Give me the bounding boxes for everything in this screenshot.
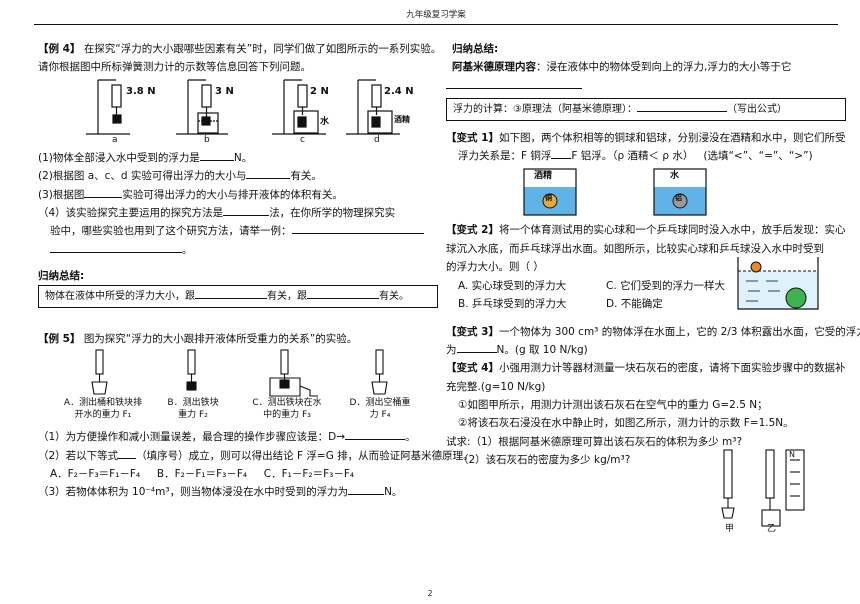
v4-scale-unit: N: [789, 449, 795, 459]
summary1-blank2[interactable]: [307, 287, 379, 300]
ex4-q2: (2)根据图 a、c、d 实验可得出浮力的大小与有关。: [38, 167, 438, 185]
v4-figure: N 甲 乙: [446, 448, 846, 534]
reading-b: 3 N: [215, 85, 234, 97]
caption-d: d: [374, 134, 380, 145]
v4-label-jia: 甲: [725, 523, 735, 534]
ex4-figure: 3.8 N 3 N 2 N 2.4 N 水 酒精: [38, 77, 438, 137]
ex4-q1-blank[interactable]: [199, 149, 234, 161]
v2-option-b: B. 乒乓球受到的浮力大: [458, 297, 567, 310]
ex4-q4-blank[interactable]: [223, 204, 270, 216]
v1-figure: 酒精 水 铜 铝: [446, 165, 846, 217]
ex4-text1: 在探究“浮力的大小跟哪些因素有关”时，同学们做了如图所示的一系列实验。: [83, 43, 442, 55]
ex5-caption-b: B．测出铁块重力 F₂: [167, 398, 219, 420]
v2-options-figure: A. 实心球受到的浮力大 C. 它们受到的浮力一样大 B. 乒乓球受到的浮力大 …: [446, 256, 846, 317]
ex4-q3-blank[interactable]: [84, 186, 123, 198]
caption-b: b: [204, 134, 210, 145]
ex5-apparatus-svg: [91, 349, 388, 397]
stand-a: [86, 79, 130, 135]
ex4-q4-example-blank2[interactable]: [50, 241, 182, 253]
v3-blank[interactable]: [456, 341, 497, 353]
ex4-captions: a b c d: [38, 135, 438, 149]
reading-c: 2 N: [310, 85, 329, 97]
ex4-stands-svg: [86, 79, 400, 135]
beaker-water-label: 水: [670, 171, 680, 182]
v1-beakers-svg: [523, 168, 707, 216]
ball-copper-label: 铜: [545, 194, 552, 203]
summary1-title: 归纳总结:: [38, 270, 85, 282]
v4-spring-scales-svg: [721, 448, 805, 527]
v1-blank[interactable]: [551, 147, 572, 159]
v1-line1: 【变式 1】如下图，两个体积相等的铜球和铝球，分别浸没在酒精和水中，则它们所受: [446, 131, 846, 144]
page-number: 2: [427, 589, 433, 598]
v4-question2: （2）该石灰石的密度为多少 kg/m³?: [458, 454, 631, 467]
v4-line1: 【变式 4】小强用测力计等器材测量一块石灰石的密度，请将下面实验步骤中的数据补: [446, 362, 846, 375]
ex5-figure: A．测出桶和铁块排开水的重力 F₁ B．测出铁块重力 F₂ C．测出铁块在水中的…: [38, 348, 438, 428]
ex4-q4-line3: 。: [38, 241, 438, 259]
ex5-opt-c: C．F₁－F₂＝F₃－F₄: [263, 468, 355, 480]
reading-d: 2.4 N: [384, 85, 414, 97]
v2-line2: 球沉入水底，而乒乓球浮出水面。如图所示，比较实心球和乒乓球没入水中时受到: [446, 242, 824, 255]
caption-c: c: [300, 134, 305, 145]
stand-b: [176, 79, 228, 135]
v2-tank-svg: [737, 256, 819, 310]
v4-step2: ②将该石灰石浸没在水中静止时，如图乙所示，测力计的示数 F=1.5N。: [458, 417, 794, 430]
ex4-tag: 【例 4】: [38, 43, 81, 55]
ex4-q4-line2: 验中，哪些实验也用到了这个研究方法，请举一例：: [38, 222, 438, 240]
ex5-title: 图为探究“浮力的大小跟排开液体所受重力的关系”的实验。: [83, 332, 358, 345]
ex5-tag: 【例 5】: [38, 332, 81, 345]
header-title: 九年级复习学案: [406, 10, 466, 20]
reading-a: 3.8 N: [126, 85, 156, 97]
v4-label-yi: 乙: [767, 523, 777, 534]
ex4-line2: 请你根据图中所标弹簧测力计的示数等信息回答下列问题。: [38, 61, 311, 74]
ex4-q2-blank[interactable]: [246, 167, 291, 180]
v3-line1: 【变式 3】一个物体为 300 cm³ 的物体浮在水面上，它的 2/3 体积露出…: [446, 325, 860, 338]
left-column: 【例 4】 在探究“浮力的大小跟哪些因素有关”时，同学们做了如图所示的一系列实验…: [38, 40, 474, 502]
ex5-q1-blank[interactable]: [345, 428, 406, 441]
ex5-caption-d: D．测出空桶重力 F₄: [349, 398, 411, 420]
summary2-formula-blank[interactable]: [636, 100, 727, 113]
summary2-blank1[interactable]: [446, 77, 582, 89]
ex4-q4: （4）该实验探究主要运用的探究方法是法，在你所学的物理探究实: [38, 204, 438, 222]
ex5-caption-c: C．测出铁块在水中的重力 F₃: [252, 398, 322, 420]
ex5-caption-a: A．测出桶和铁块排开水的重力 F₁: [63, 398, 143, 420]
v2-option-d: D. 不能确定: [606, 297, 663, 310]
v2-option-c: C. 它们受到的浮力一样大: [606, 279, 726, 292]
summary2-box: 浮力的计算：③原理法（阿基米德原理）：（写出公式）: [446, 98, 846, 121]
summary1-box: 物体在液体中所受的浮力大小，跟有关，跟有关。: [38, 285, 438, 308]
stand-c: [272, 79, 326, 135]
caption-a: a: [112, 134, 118, 145]
v2-option-a: A. 实心球受到的浮力大: [458, 279, 567, 292]
liquid-label-water: 水: [320, 116, 330, 127]
summary2-line2: [446, 77, 846, 95]
right-column: 归纳总结: 阿基米德原理内容：浸在液体中的物体受到向上的浮力,浮力的大小等于它 …: [446, 40, 860, 534]
beaker-alcohol-label: 酒精: [534, 171, 553, 182]
summary2-line1: 阿基米德原理内容：浸在液体中的物体受到向上的浮力,浮力的大小等于它: [452, 61, 792, 74]
ex5-opt-a: A．F₂－F₃＝F₁－F₄: [50, 468, 141, 480]
ex5-q2-blank[interactable]: [118, 447, 137, 459]
page-header: 九年级复习学案: [34, 7, 838, 25]
ex5-options: A．F₂－F₃＝F₁－F₄ B．F₂－F₁＝F₃－F₄ C．F₁－F₂＝F₃－F…: [38, 465, 438, 483]
ball-aluminum-label: 铝: [675, 194, 682, 203]
v4-line2: 充完整.(g=10 N/kg): [446, 380, 546, 393]
summary1-blank1[interactable]: [195, 287, 267, 300]
ex5-q2: （2）若以下等式（填序号）成立，则可以得出结论 F 浮=G 排，从而验证阿基米德…: [38, 447, 474, 465]
liquid-label-alcohol: 酒精: [394, 114, 410, 124]
v4-question1: 试求:（1）根据阿基米德原理可算出该石灰石的体积为多少 m³?: [446, 435, 743, 448]
v2-line3: 的浮力大小。则（ ）: [446, 261, 544, 274]
ex4-q3: (3)根据图实验可得出浮力的大小与排开液体的体积有关。: [38, 186, 438, 204]
stand-d: [346, 79, 400, 135]
summary2-title: 归纳总结:: [452, 43, 499, 55]
ex4-q4-example-blank[interactable]: [291, 222, 424, 235]
v2-line1: 【变式 2】将一个体育测试用的实心球和一个乒乓球同时没入水中，放手后发现：实心: [446, 224, 846, 237]
v4-step1: ①如图甲所示，用测力计测出该石灰石在空气中的重力 G=2.5 N；: [458, 399, 768, 411]
ex5-opt-b: B．F₂－F₁＝F₃－F₄: [156, 468, 248, 480]
ex5-q3-blank[interactable]: [348, 483, 385, 496]
ex5-q1: （1）为方便操作和减小测量误差，最合理的操作步骤应该是：D→。: [38, 428, 438, 446]
ex4-line1: 【例 4】 在探究“浮力的大小跟哪些因素有关”时，同学们做了如图所示的一系列实验…: [38, 40, 442, 58]
ex5-line1: 【例 5】 图为探究“浮力的大小跟排开液体所受重力的关系”的实验。: [38, 330, 438, 348]
